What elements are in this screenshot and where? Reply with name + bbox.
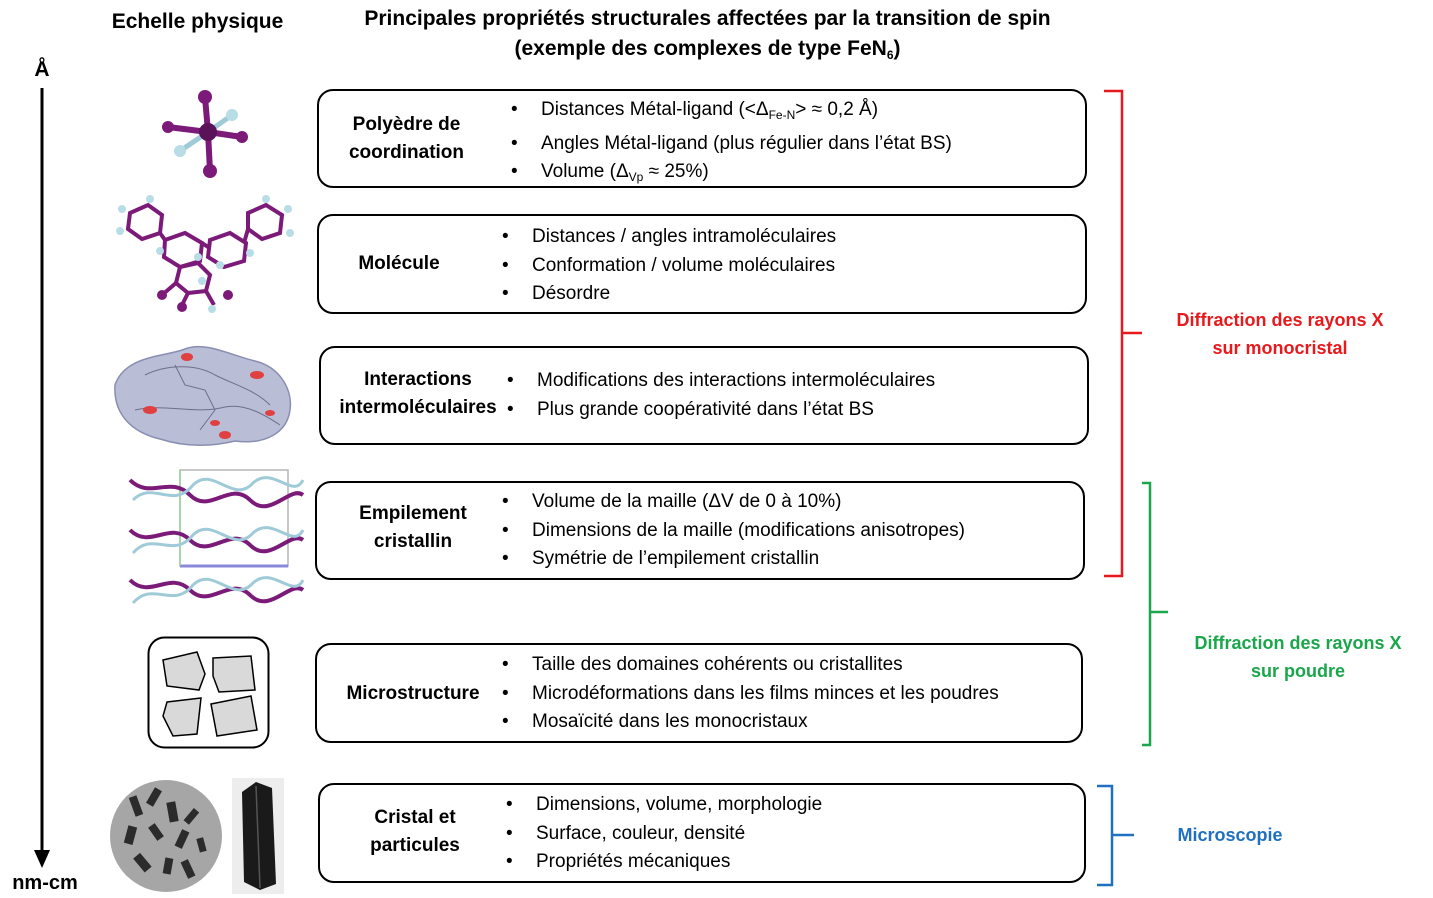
molecule-image (116, 195, 294, 313)
property-list: Distances / angles intramoléculaires Con… (502, 223, 836, 309)
list-item: Modifications des interactions intermolé… (507, 367, 935, 396)
property-list: Dimensions, volume, morphologie Surface,… (506, 791, 822, 877)
row-label: Molécule (358, 253, 440, 274)
list-item: Distances / angles intramoléculaires (502, 223, 836, 252)
scale-arrow (34, 88, 50, 868)
property-list: Volume de la maille (ΔV de 0 à 10%) Dime… (502, 488, 965, 574)
particles-micrograph-image (110, 780, 222, 892)
main-title: Principales propriétés structurales affe… (300, 4, 1115, 70)
list-item: Conformation / volume moléculaires (502, 252, 836, 281)
axis-top-label: Å (34, 58, 50, 81)
list-item: Volume de la maille (ΔV de 0 à 10%) (502, 488, 965, 517)
property-list: Distances Métal-ligand (<ΔFe-N> ≈ 0,2 Å)… (511, 96, 952, 192)
list-item: Mosaïcité dans les monocristaux (502, 708, 999, 737)
microstructure-image (147, 636, 270, 749)
list-item: Volume (ΔVp ≈ 25%) (511, 158, 952, 192)
list-item: Taille des domaines cohérents ou cristal… (502, 651, 999, 680)
list-item: Propriétés mécaniques (506, 848, 822, 877)
single-crystal-photo (232, 778, 284, 894)
list-item: Symétrie de l’empilement cristallin (502, 545, 965, 574)
list-item: Désordre (502, 280, 836, 309)
row-box-microstructure: Microstructure Taille des domaines cohér… (315, 643, 1083, 743)
list-item: Plus grande coopérativité dans l’état BS (507, 396, 935, 425)
scale-column-title: Echelle physique (111, 10, 284, 33)
list-item: Microdéformations dans les films minces … (502, 680, 999, 709)
axis-bottom-label: nm-cm (12, 872, 78, 894)
list-item: Surface, couleur, densité (506, 820, 822, 849)
label-microscopy: Microscopie (1177, 825, 1283, 845)
row-label: Microstructure (346, 683, 480, 704)
property-list: Modifications des interactions intermolé… (507, 367, 935, 424)
list-item: Distances Métal-ligand (<ΔFe-N> ≈ 0,2 Å) (511, 96, 952, 130)
main-title-line1: Principales propriétés structurales affe… (364, 7, 1051, 30)
crystal-packing-image (128, 469, 305, 605)
bracket-single-crystal-diffraction (1104, 89, 1142, 578)
coordination-polyhedron-image (162, 90, 248, 178)
bracket-microscopy (1097, 784, 1134, 887)
main-title-line2: (exemple des complexes de type FeN6) (514, 37, 901, 62)
bracket-powder-diffraction (1142, 481, 1168, 747)
property-list: Taille des domaines cohérents ou cristal… (502, 651, 999, 737)
list-item: Dimensions, volume, morphologie (506, 791, 822, 820)
row-box-molecule: Molécule Distances / angles intramolécul… (317, 214, 1087, 314)
list-item: Angles Métal-ligand (plus régulier dans … (511, 130, 952, 159)
list-item: Dimensions de la maille (modifications a… (502, 517, 965, 546)
hirshfeld-surface-image (114, 345, 292, 447)
